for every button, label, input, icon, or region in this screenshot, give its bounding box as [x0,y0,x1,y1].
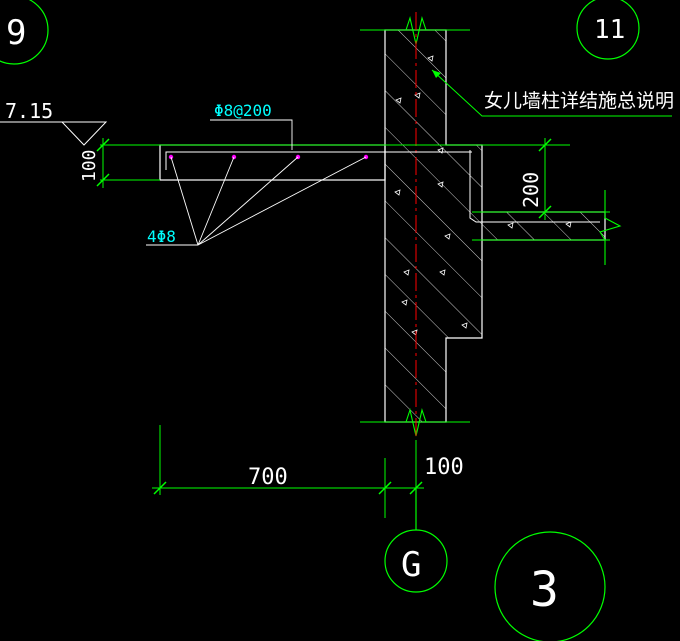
floor-slab [469,150,622,265]
beam-depth-text: 200 [519,172,543,208]
slab-thickness-dimension: 100 [79,138,110,188]
wall-section [360,15,483,437]
rebar-leader-lines [146,156,367,246]
concrete-aggregate-marks [394,55,468,336]
grid-label-9: 9 [6,13,26,53]
grid-label-11: 11 [594,15,625,45]
cantilever-slab [100,119,570,246]
rebar-dots [168,154,369,160]
elevation-marker: 7.15 [0,99,108,146]
callout-note-text: 女儿墙柱详结施总说明 [484,90,674,112]
detail-number: 3 [530,562,559,618]
grid-label-g: G [401,545,421,585]
callout-note: 女儿墙柱详结施总说明 [431,69,674,117]
detail-number-bubble: 3 [494,531,606,641]
bottom-rebar-label: 4Φ8 [147,227,176,246]
elevation-text: 7.15 [5,99,53,123]
grid-bubble-11: 11 [576,0,640,60]
overhang-dimension: 700 100 [152,425,464,518]
beam-depth-dimension: 200 [519,138,552,220]
overhang-width-text: 700 [248,465,288,490]
slab-thickness-text: 100 [79,149,100,182]
grid-bubble-g: G [384,487,448,593]
top-rebar-label: Φ8@200 [214,101,272,120]
grid-bubble-9: 9 [0,0,49,65]
wall-offset-text: 100 [424,455,464,480]
